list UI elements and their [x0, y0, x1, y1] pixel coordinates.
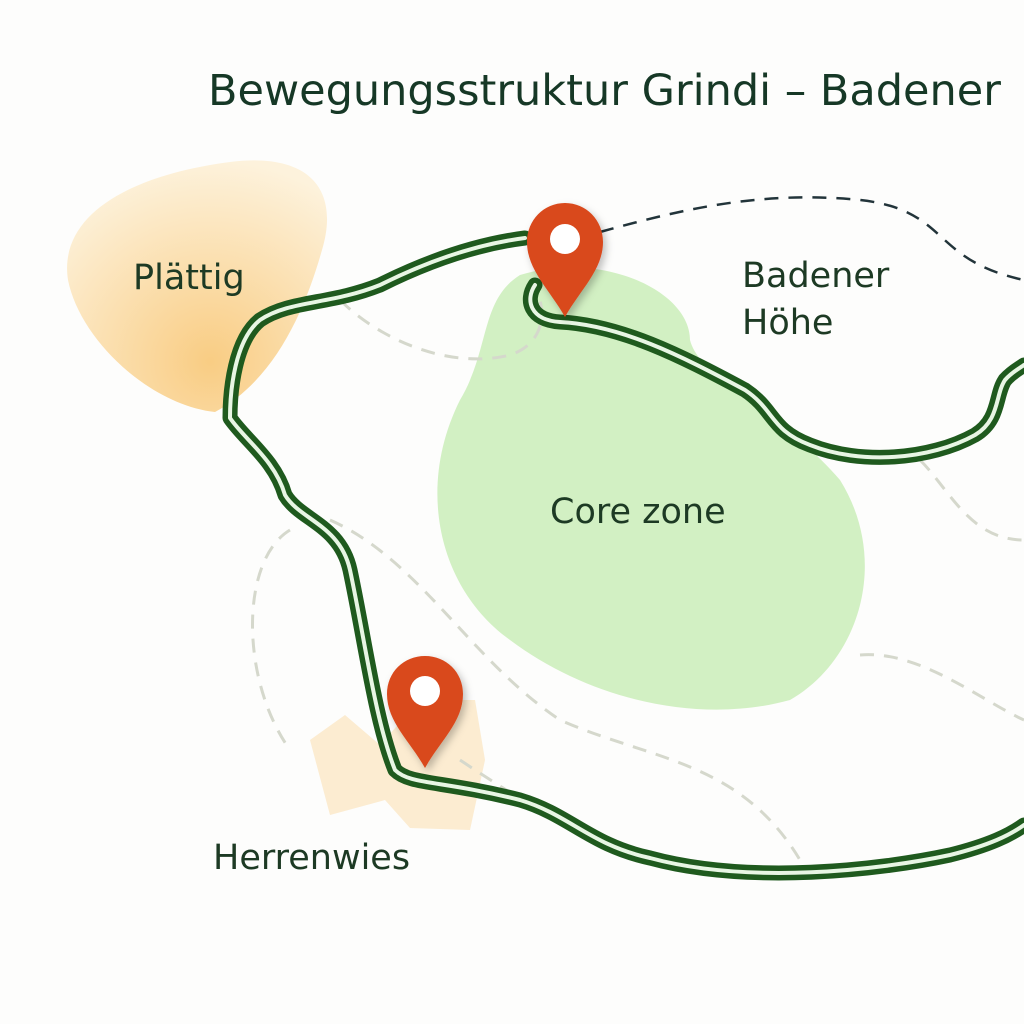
dashed-boundary [599, 196, 1024, 282]
label-plaettig: Plättig [133, 258, 245, 298]
pin-herrenwies[interactable] [387, 656, 463, 768]
map-pin-icon [527, 203, 603, 317]
label-badener-hoehe-line2: Höhe [742, 303, 834, 343]
pin-badener-hoehe[interactable] [527, 203, 603, 317]
map-title: Bewegungsstruktur Grindi – Badener [208, 66, 1001, 116]
label-herrenwies: Herrenwies [213, 838, 411, 878]
label-core-zone: Core zone [550, 492, 726, 532]
map-pin-icon [387, 656, 463, 768]
plaettig-area [67, 160, 328, 412]
core-zone-area [437, 267, 865, 710]
route [222, 230, 1024, 881]
label-badener-hoehe-line1: Badener [742, 256, 890, 296]
